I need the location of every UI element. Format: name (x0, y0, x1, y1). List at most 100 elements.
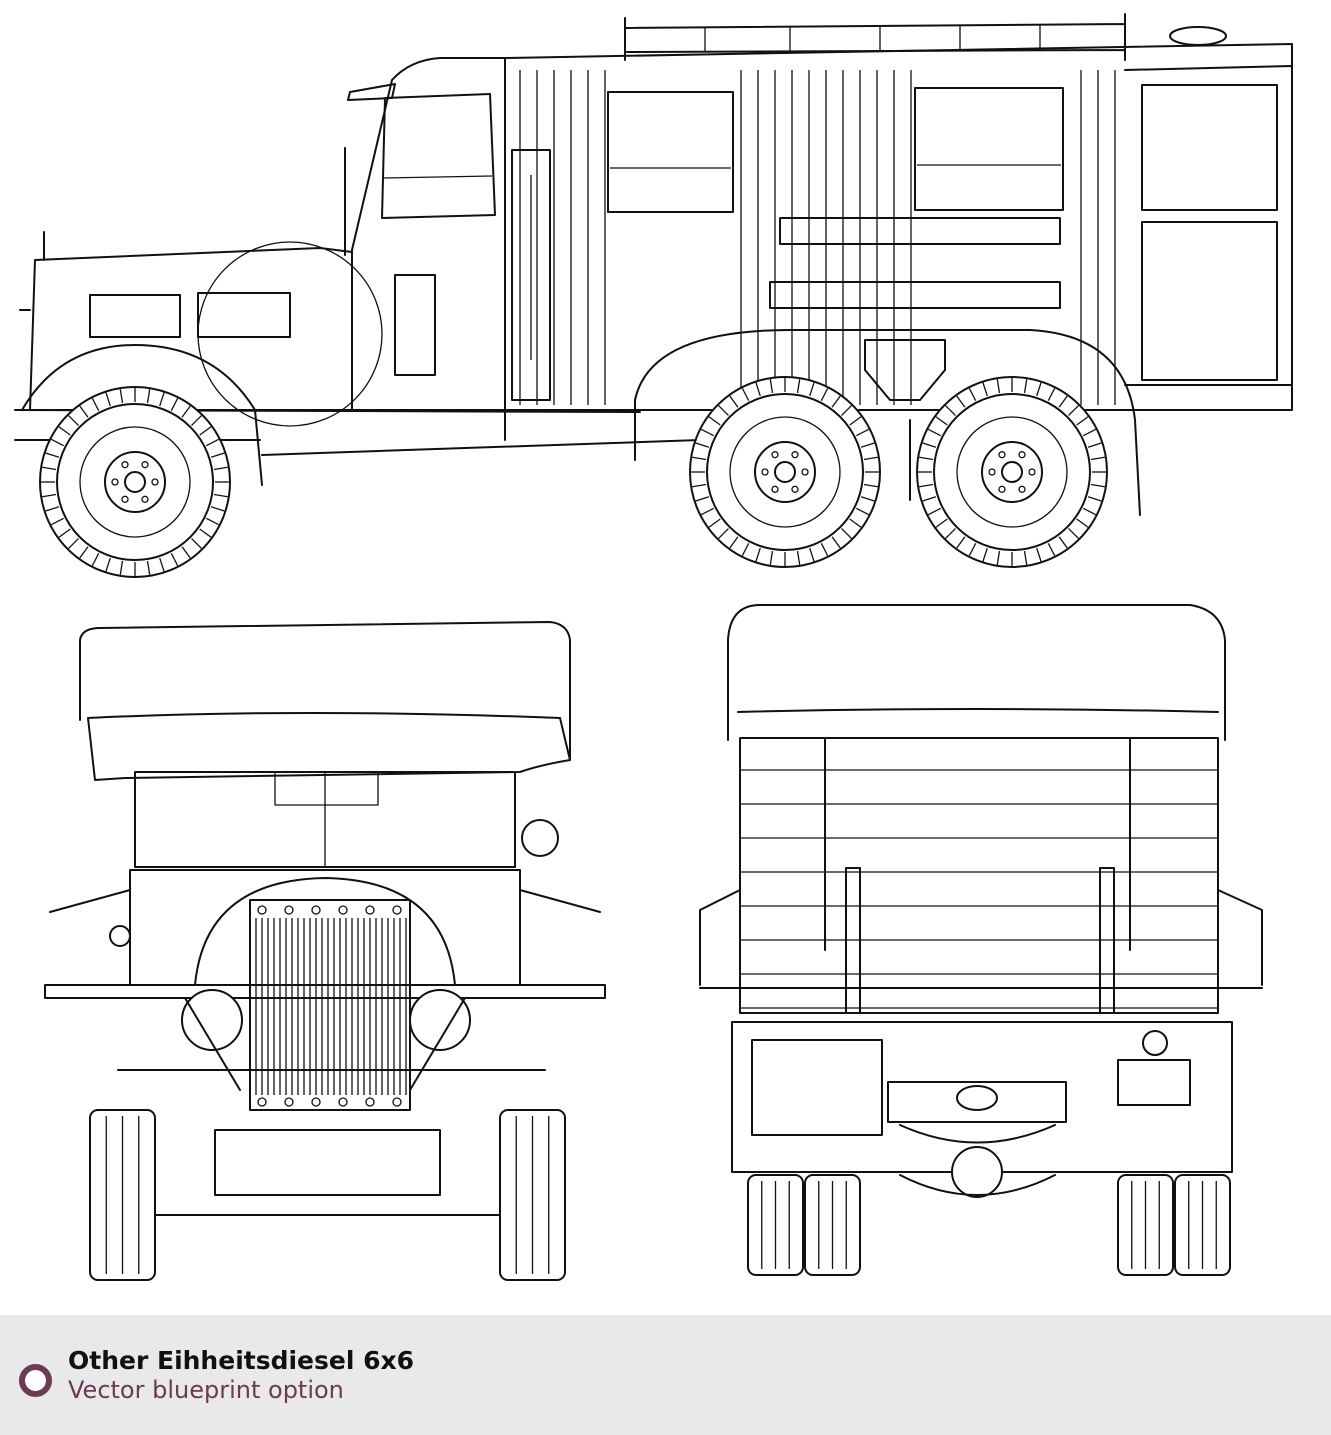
lug-nut (988, 468, 996, 476)
vehicle-subtitle: Vector blueprint option (68, 1376, 344, 1404)
side-wheels (39, 376, 1108, 578)
tread-block (956, 536, 966, 549)
tread-block (809, 547, 815, 562)
tread-block (1082, 507, 1097, 516)
tread-block (919, 483, 934, 488)
tread-block (199, 528, 212, 538)
rear-tires (747, 1174, 1231, 1276)
hub-cap (774, 461, 796, 483)
side-wheel (916, 376, 1108, 568)
tread-block (79, 405, 89, 418)
vehicle-title: Other Eihheitsdiesel 6x6 (68, 1346, 415, 1375)
lug-nut (121, 495, 129, 503)
front-fender (21, 344, 263, 486)
blueprint-drawing (14, 13, 1293, 1281)
tread-block (146, 389, 151, 404)
tread-block (170, 397, 179, 412)
lug-nut (1018, 485, 1026, 493)
tread-block (831, 536, 841, 549)
tread-block (968, 387, 977, 402)
radiator-grille (249, 899, 411, 1111)
tread-block (919, 456, 934, 461)
tire-inner (56, 403, 214, 561)
lug-nut (791, 451, 799, 459)
tire-front-on (499, 1109, 566, 1281)
tread-block (68, 538, 79, 549)
lug-nut (998, 485, 1006, 493)
tread-block (213, 493, 228, 498)
tire (916, 376, 1108, 568)
tread-block (58, 528, 71, 538)
tread-block (159, 392, 165, 407)
marker-light-right (521, 819, 559, 857)
tread-block (718, 528, 729, 539)
tire-front-on (89, 1109, 156, 1281)
tread-block (849, 416, 862, 426)
frame (261, 409, 911, 501)
lug-nut (111, 478, 119, 486)
grille-bolt (338, 905, 348, 915)
side-view (14, 13, 1293, 578)
lug-nut (1028, 468, 1036, 476)
tread-block (855, 428, 870, 437)
tread-block (205, 517, 220, 526)
tread-block (1036, 382, 1042, 397)
cab (344, 57, 506, 411)
tread-block (119, 560, 124, 575)
tread-block (191, 415, 202, 426)
tread-block (79, 546, 89, 559)
tire-front-on (804, 1174, 861, 1276)
tread-block (708, 416, 721, 426)
tread-block (1023, 550, 1028, 565)
tread-block (210, 452, 225, 458)
tread-block (935, 416, 948, 426)
lug-nut (141, 461, 149, 469)
tread-block (105, 392, 111, 407)
tread-block (181, 405, 191, 418)
tread-block (1058, 395, 1068, 408)
tread-block (860, 442, 875, 448)
tire-front-on (1174, 1174, 1231, 1276)
grille-bolt (338, 1097, 348, 1107)
tread-block (922, 442, 937, 448)
tread-block (945, 405, 956, 416)
tread-block (935, 518, 948, 528)
rear-view (699, 604, 1263, 1276)
grille-bolt (257, 1097, 267, 1107)
lug-nut (121, 461, 129, 469)
tread-block (45, 506, 60, 512)
tread-block (809, 382, 815, 397)
front-bumper (44, 984, 606, 999)
tread-block (741, 542, 750, 557)
tread-block (105, 557, 111, 572)
tread-block (1087, 442, 1102, 448)
tread-block (1047, 387, 1056, 402)
tread-block (170, 552, 179, 567)
grille-bolt (392, 1097, 402, 1107)
lug-nut (151, 478, 159, 486)
lug-nut (998, 451, 1006, 459)
front-canopy (79, 621, 571, 761)
tread-block (191, 538, 202, 549)
tread-block (922, 496, 937, 502)
tread-block (50, 517, 65, 526)
tread-block (841, 405, 852, 416)
lug-nut (141, 495, 149, 503)
lug-nut (1018, 451, 1026, 459)
tire-front-on (1117, 1174, 1174, 1276)
body-slats (519, 70, 1116, 405)
grille-bolt (365, 1097, 375, 1107)
tread-block (945, 528, 956, 539)
tread-block (729, 395, 739, 408)
lug-nut (791, 485, 799, 493)
tread-block (841, 528, 852, 539)
tread-block (692, 456, 707, 461)
tread-block (68, 415, 79, 426)
tread-block (181, 546, 191, 559)
tread-block (45, 452, 60, 458)
front-axle (149, 1129, 501, 1216)
tread-block (210, 506, 225, 512)
tread-block (708, 518, 721, 528)
tread-block (741, 387, 750, 402)
tire-front-on (747, 1174, 804, 1276)
